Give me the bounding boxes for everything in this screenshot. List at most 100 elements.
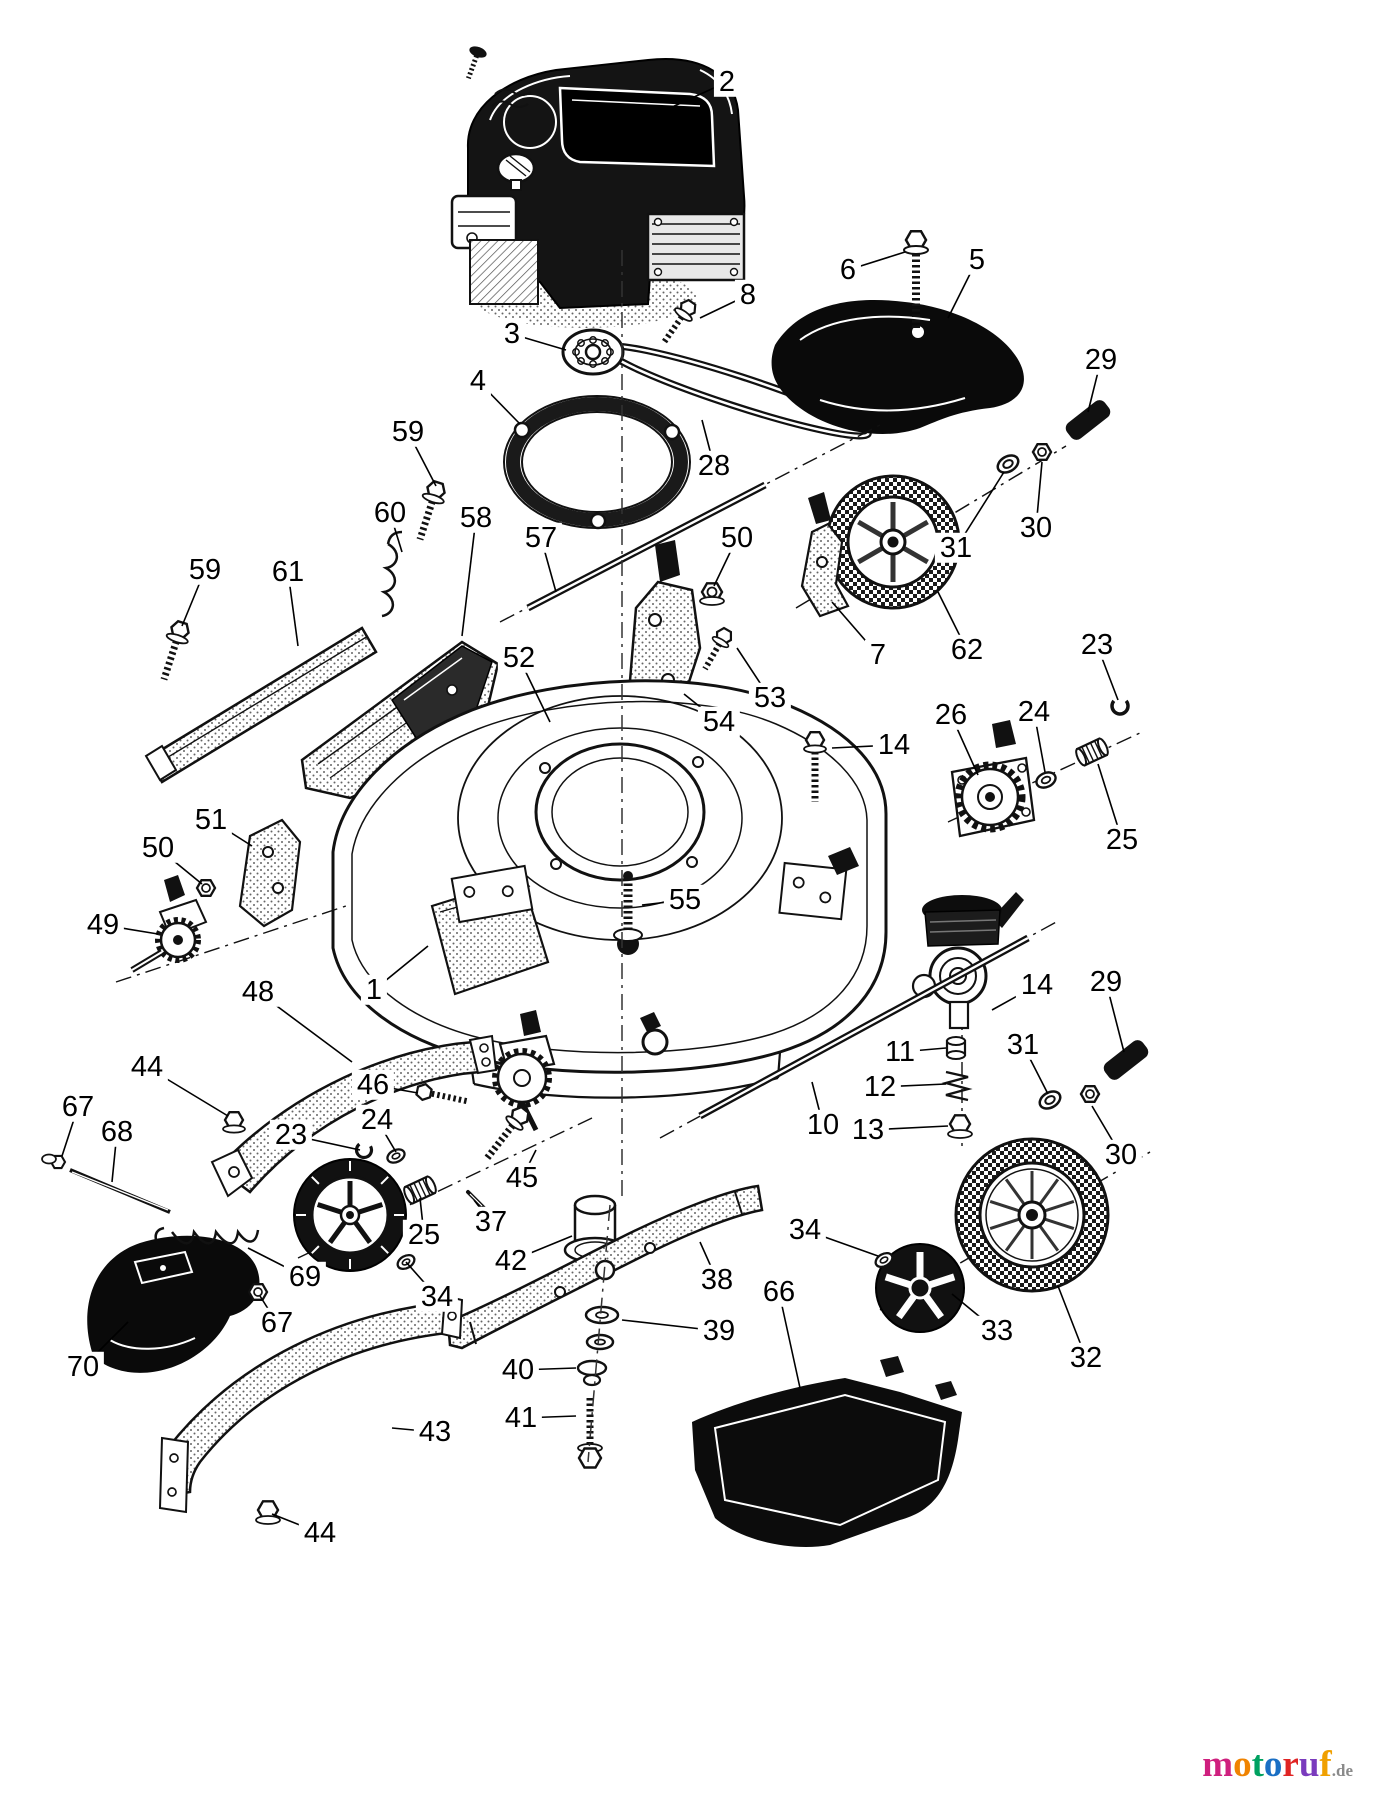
part-callout-58: 58: [454, 502, 498, 533]
part-callout-14: 14: [872, 729, 916, 760]
flange-nut: [255, 1500, 281, 1525]
part-callout-5: 5: [963, 244, 991, 275]
part-callout-6: 6: [834, 254, 862, 285]
part-callout-50: 50: [136, 832, 180, 863]
dowel-pin: [466, 1190, 486, 1210]
part-callout-29: 29: [1079, 344, 1123, 375]
mulch-plate: [692, 1356, 962, 1547]
part-callout-25: 25: [402, 1219, 446, 1250]
axle-washer: [1038, 1090, 1062, 1110]
part-callout-41: 41: [499, 1402, 543, 1433]
part-callout-62: 62: [945, 634, 989, 665]
part-callout-8: 8: [734, 279, 762, 310]
part-callout-60: 60: [368, 497, 412, 528]
flange-screw: [160, 619, 190, 681]
wordmark-letter: m: [1202, 1744, 1234, 1785]
muffler: [646, 212, 746, 282]
part-callout-66: 66: [757, 1276, 801, 1307]
pinion-gear: [1075, 737, 1109, 767]
part-callout-44: 44: [125, 1051, 169, 1082]
compression-spring: [941, 1070, 973, 1102]
part-callout-31: 31: [1001, 1029, 1045, 1060]
height-adjust-lever: [210, 1034, 498, 1198]
part-callout-32: 32: [1064, 1342, 1108, 1373]
flange-nut: [947, 1114, 973, 1139]
part-callout-24: 24: [355, 1104, 399, 1135]
part-callout-39: 39: [697, 1315, 741, 1346]
leader-line: [778, 1291, 801, 1389]
wordmark-letter: t: [1251, 1744, 1264, 1785]
wordmark-letter: o: [1263, 1744, 1283, 1785]
spring: [380, 530, 403, 618]
part-callout-34: 34: [415, 1281, 459, 1312]
part-callout-14: 14: [1015, 969, 1059, 1000]
part-callout-67: 67: [56, 1091, 100, 1122]
part-callout-30: 30: [1014, 512, 1058, 543]
part-callout-38: 38: [695, 1264, 739, 1295]
part-callout-54: 54: [697, 706, 741, 737]
part-callout-34: 34: [783, 1214, 827, 1245]
axle-nut: [1031, 442, 1053, 462]
brake-ring: [503, 395, 691, 530]
rear-axle-rod: [698, 934, 1030, 1120]
rear-wheel: [825, 474, 961, 610]
deck-bolt: [803, 730, 827, 802]
hex-nut: [699, 582, 725, 606]
axle-washer: [996, 454, 1020, 474]
part-callout-51: 51: [189, 804, 233, 835]
part-callout-25: 25: [1100, 824, 1144, 855]
part-callout-2: 2: [713, 66, 741, 97]
part-callout-59: 59: [386, 416, 430, 447]
part-callout-42: 42: [489, 1245, 533, 1276]
flange-nut-small: [41, 1153, 67, 1170]
wordmark-letter: r: [1282, 1744, 1299, 1785]
part-callout-10: 10: [801, 1109, 845, 1140]
part-callout-46: 46: [351, 1069, 395, 1100]
bell-washer: [576, 1359, 608, 1387]
carburetor-assembly: [911, 892, 1024, 1030]
part-callout-30: 30: [1099, 1139, 1143, 1170]
part-callout-69: 69: [283, 1261, 327, 1292]
part-callout-40: 40: [496, 1354, 540, 1385]
part-callout-48: 48: [236, 976, 280, 1007]
wheel-bracket-left: [238, 818, 302, 928]
axle-bolt: [482, 1105, 530, 1163]
axle-nut: [1079, 1084, 1101, 1104]
blade-washer: [585, 1333, 615, 1351]
part-callout-23: 23: [269, 1119, 313, 1150]
part-callout-55: 55: [663, 884, 707, 915]
hub-cap: [875, 1243, 965, 1333]
part-callout-44: 44: [298, 1517, 342, 1548]
leader-line: [647, 81, 728, 119]
part-callout-1: 1: [360, 974, 388, 1005]
part-callout-23: 23: [1075, 629, 1119, 660]
torsion-spring: [154, 1226, 260, 1245]
part-callout-11: 11: [879, 1036, 921, 1067]
wordmark-letter: u: [1298, 1744, 1320, 1785]
part-callout-13: 13: [846, 1114, 890, 1145]
part-callout-37: 37: [469, 1206, 513, 1237]
pinion-gear: [403, 1175, 437, 1205]
engine-illustration: [450, 46, 746, 328]
fuel-cap: [496, 152, 536, 191]
blade-washer: [584, 1305, 620, 1325]
belt-cover: [771, 299, 1024, 435]
part-callout-33: 33: [975, 1315, 1019, 1346]
hex-nut: [247, 1283, 269, 1301]
e-clip: [1110, 696, 1130, 716]
blade-bolt-axis: [587, 1204, 611, 1463]
wheel-washer: [874, 1251, 894, 1269]
part-callout-68: 68: [95, 1116, 139, 1147]
pivot-rod: [69, 1168, 171, 1214]
part-callout-4: 4: [464, 365, 492, 396]
bushing: [945, 1036, 967, 1060]
part-callout-28: 28: [692, 450, 736, 481]
flange-screw: [416, 479, 446, 541]
part-callout-52: 52: [497, 642, 541, 673]
part-callout-57: 57: [519, 522, 563, 553]
part-callout-61: 61: [266, 556, 310, 587]
grip-pad: [1065, 400, 1111, 440]
part-callout-70: 70: [61, 1351, 105, 1382]
mower-deck: [331, 679, 888, 1099]
